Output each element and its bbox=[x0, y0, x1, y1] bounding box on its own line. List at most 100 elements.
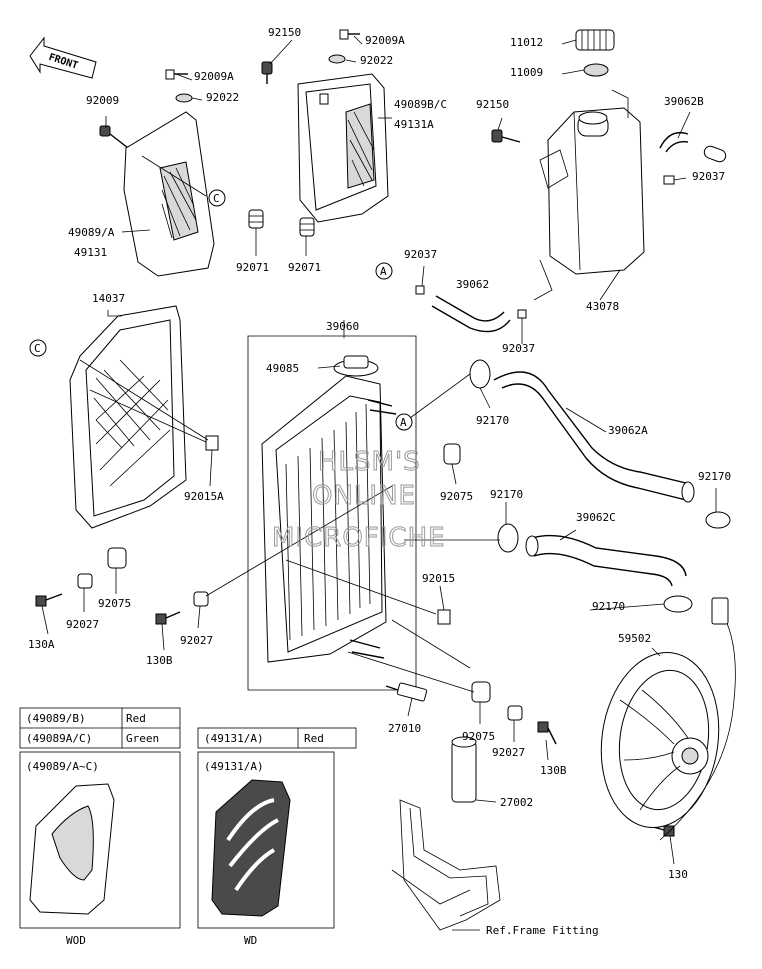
bolt-130a bbox=[35, 593, 63, 607]
collar-92027-b bbox=[193, 591, 209, 607]
part-label-59502: 59502 bbox=[618, 632, 651, 645]
callout-a-2: A bbox=[395, 413, 413, 431]
color-table-1-part-1: (49089/B) bbox=[26, 712, 86, 725]
grommet-92071-a bbox=[248, 209, 264, 229]
color-table-2-color-1: Red bbox=[304, 732, 324, 745]
part-label-92075-a: 92075 bbox=[440, 490, 473, 503]
grommet-92075-b bbox=[107, 547, 127, 569]
part-label-49085: 49085 bbox=[266, 362, 299, 375]
callout-a-1: A bbox=[375, 262, 393, 280]
part-label-39062b: 39062B bbox=[664, 95, 704, 108]
part-label-92027-a: 92027 bbox=[66, 618, 99, 631]
part-number-labels: 9215092009A92022110121100992009A92022920… bbox=[28, 26, 731, 937]
part-label-39060: 39060 bbox=[326, 320, 359, 333]
washer-92022-left bbox=[175, 93, 193, 103]
reservoir-tank-43078 bbox=[533, 89, 645, 301]
clip-92037-c bbox=[517, 309, 527, 319]
callout-c-1-letter: C bbox=[213, 192, 220, 205]
part-label-92015: 92015 bbox=[422, 572, 455, 585]
clamp-92170-b bbox=[705, 511, 731, 529]
callout-c-2-letter: C bbox=[34, 342, 41, 355]
part-label-39062a: 39062A bbox=[608, 424, 648, 437]
part-label-ref-frame: Ref.Frame Fitting bbox=[486, 924, 599, 937]
part-label-92037-c: 92037 bbox=[502, 342, 535, 355]
clip-92037-b bbox=[415, 285, 425, 295]
watermark: HLSM'S ONLINE MICROFICHE bbox=[272, 447, 446, 554]
part-label-49131a: 49131A bbox=[394, 118, 434, 131]
variant-panel-1-caption: WOD bbox=[66, 934, 86, 947]
callout-a-1-circle bbox=[375, 262, 393, 280]
callout-c-1-circle bbox=[208, 189, 226, 207]
callout-c-2: C bbox=[29, 339, 47, 357]
part-label-49089bc: 49089B/C bbox=[394, 98, 447, 111]
variant-panel-1-title: (49089/A~C) bbox=[26, 760, 99, 773]
clip-92037-a bbox=[663, 175, 675, 185]
part-label-92009: 92009 bbox=[86, 94, 119, 107]
cap-seal-11009 bbox=[583, 63, 609, 77]
part-label-92170-b: 92170 bbox=[698, 470, 731, 483]
collar-92027-c bbox=[507, 705, 523, 721]
part-label-11012: 11012 bbox=[510, 36, 543, 49]
grommet-92075-c bbox=[471, 681, 491, 703]
part-label-130b-b: 130B bbox=[540, 764, 567, 777]
variant-panel-2-title: (49131/A) bbox=[204, 760, 264, 773]
callout-c-2-circle bbox=[29, 339, 47, 357]
radiator-core bbox=[261, 355, 397, 663]
part-label-92150-b: 92150 bbox=[476, 98, 509, 111]
color-table-1-color-1: Red bbox=[126, 712, 146, 725]
variant-panel-wd: (49131/A) WD bbox=[197, 751, 335, 947]
tank-cap-11012 bbox=[575, 29, 615, 51]
color-table-1-part-2: (49089A/C) bbox=[26, 732, 92, 745]
watermark-line-2: ONLINE bbox=[312, 481, 416, 511]
callout-markers: C C A A bbox=[29, 189, 413, 431]
part-label-92027-c: 92027 bbox=[492, 746, 525, 759]
clamp-92170-d bbox=[663, 595, 693, 613]
clamp-92170-a bbox=[469, 359, 491, 389]
part-label-27010: 27010 bbox=[388, 722, 421, 735]
part-label-130a: 130A bbox=[28, 638, 55, 651]
part-label-39062: 39062 bbox=[456, 278, 489, 291]
part-label-39062c: 39062C bbox=[576, 511, 616, 524]
part-label-49131: 49131 bbox=[74, 246, 107, 259]
frame-bracket bbox=[391, 799, 501, 931]
callout-a-2-letter: A bbox=[400, 416, 407, 429]
bolt-130b-a bbox=[155, 611, 181, 625]
hose-39062b bbox=[659, 131, 727, 163]
front-direction-arrow: FRONT bbox=[29, 36, 97, 79]
leader-lines bbox=[41, 35, 717, 931]
hose-39062c bbox=[525, 534, 687, 587]
variant-panel-2-caption: WD bbox=[244, 934, 257, 947]
grommet-92071-b bbox=[299, 217, 315, 237]
bolt-92009 bbox=[99, 125, 129, 149]
color-table-2-part-1: (49131/A) bbox=[204, 732, 264, 745]
clamp-92170-c bbox=[497, 523, 519, 553]
hose-39062 bbox=[431, 295, 511, 333]
washer-92022-top bbox=[328, 54, 346, 64]
color-table-49131: (49131/A) Red bbox=[197, 727, 357, 749]
callout-c-1: C bbox=[208, 189, 226, 207]
part-label-92170-c: 92170 bbox=[490, 488, 523, 501]
bolt-92009a-top bbox=[339, 29, 360, 40]
grommet-92075-a bbox=[443, 443, 461, 465]
collar-92027-a bbox=[77, 573, 93, 589]
color-table-1-color-2: Green bbox=[126, 732, 159, 745]
part-label-92037-a: 92037 bbox=[692, 170, 725, 183]
part-label-14037: 14037 bbox=[92, 292, 125, 305]
part-label-92071-b: 92071 bbox=[288, 261, 321, 274]
callout-a-1-letter: A bbox=[380, 265, 387, 278]
part-label-92037-b: 92037 bbox=[404, 248, 437, 261]
part-label-92071-a: 92071 bbox=[236, 261, 269, 274]
part-label-92170-d: 92170 bbox=[592, 600, 625, 613]
part-label-11009: 11009 bbox=[510, 66, 543, 79]
shroud-right-49089bc bbox=[297, 73, 389, 223]
watermark-line-3: MICROFICHE bbox=[272, 523, 446, 553]
part-label-130b-a: 130B bbox=[146, 654, 173, 667]
relay-27002 bbox=[451, 736, 477, 803]
bolt-92150-top bbox=[261, 61, 273, 84]
part-label-92150-a: 92150 bbox=[268, 26, 301, 39]
clip-92015 bbox=[437, 609, 451, 625]
watermark-line-1: HLSM'S bbox=[318, 447, 421, 477]
bolt-130b-b bbox=[537, 721, 557, 745]
shroud-left-49089 bbox=[123, 111, 215, 277]
